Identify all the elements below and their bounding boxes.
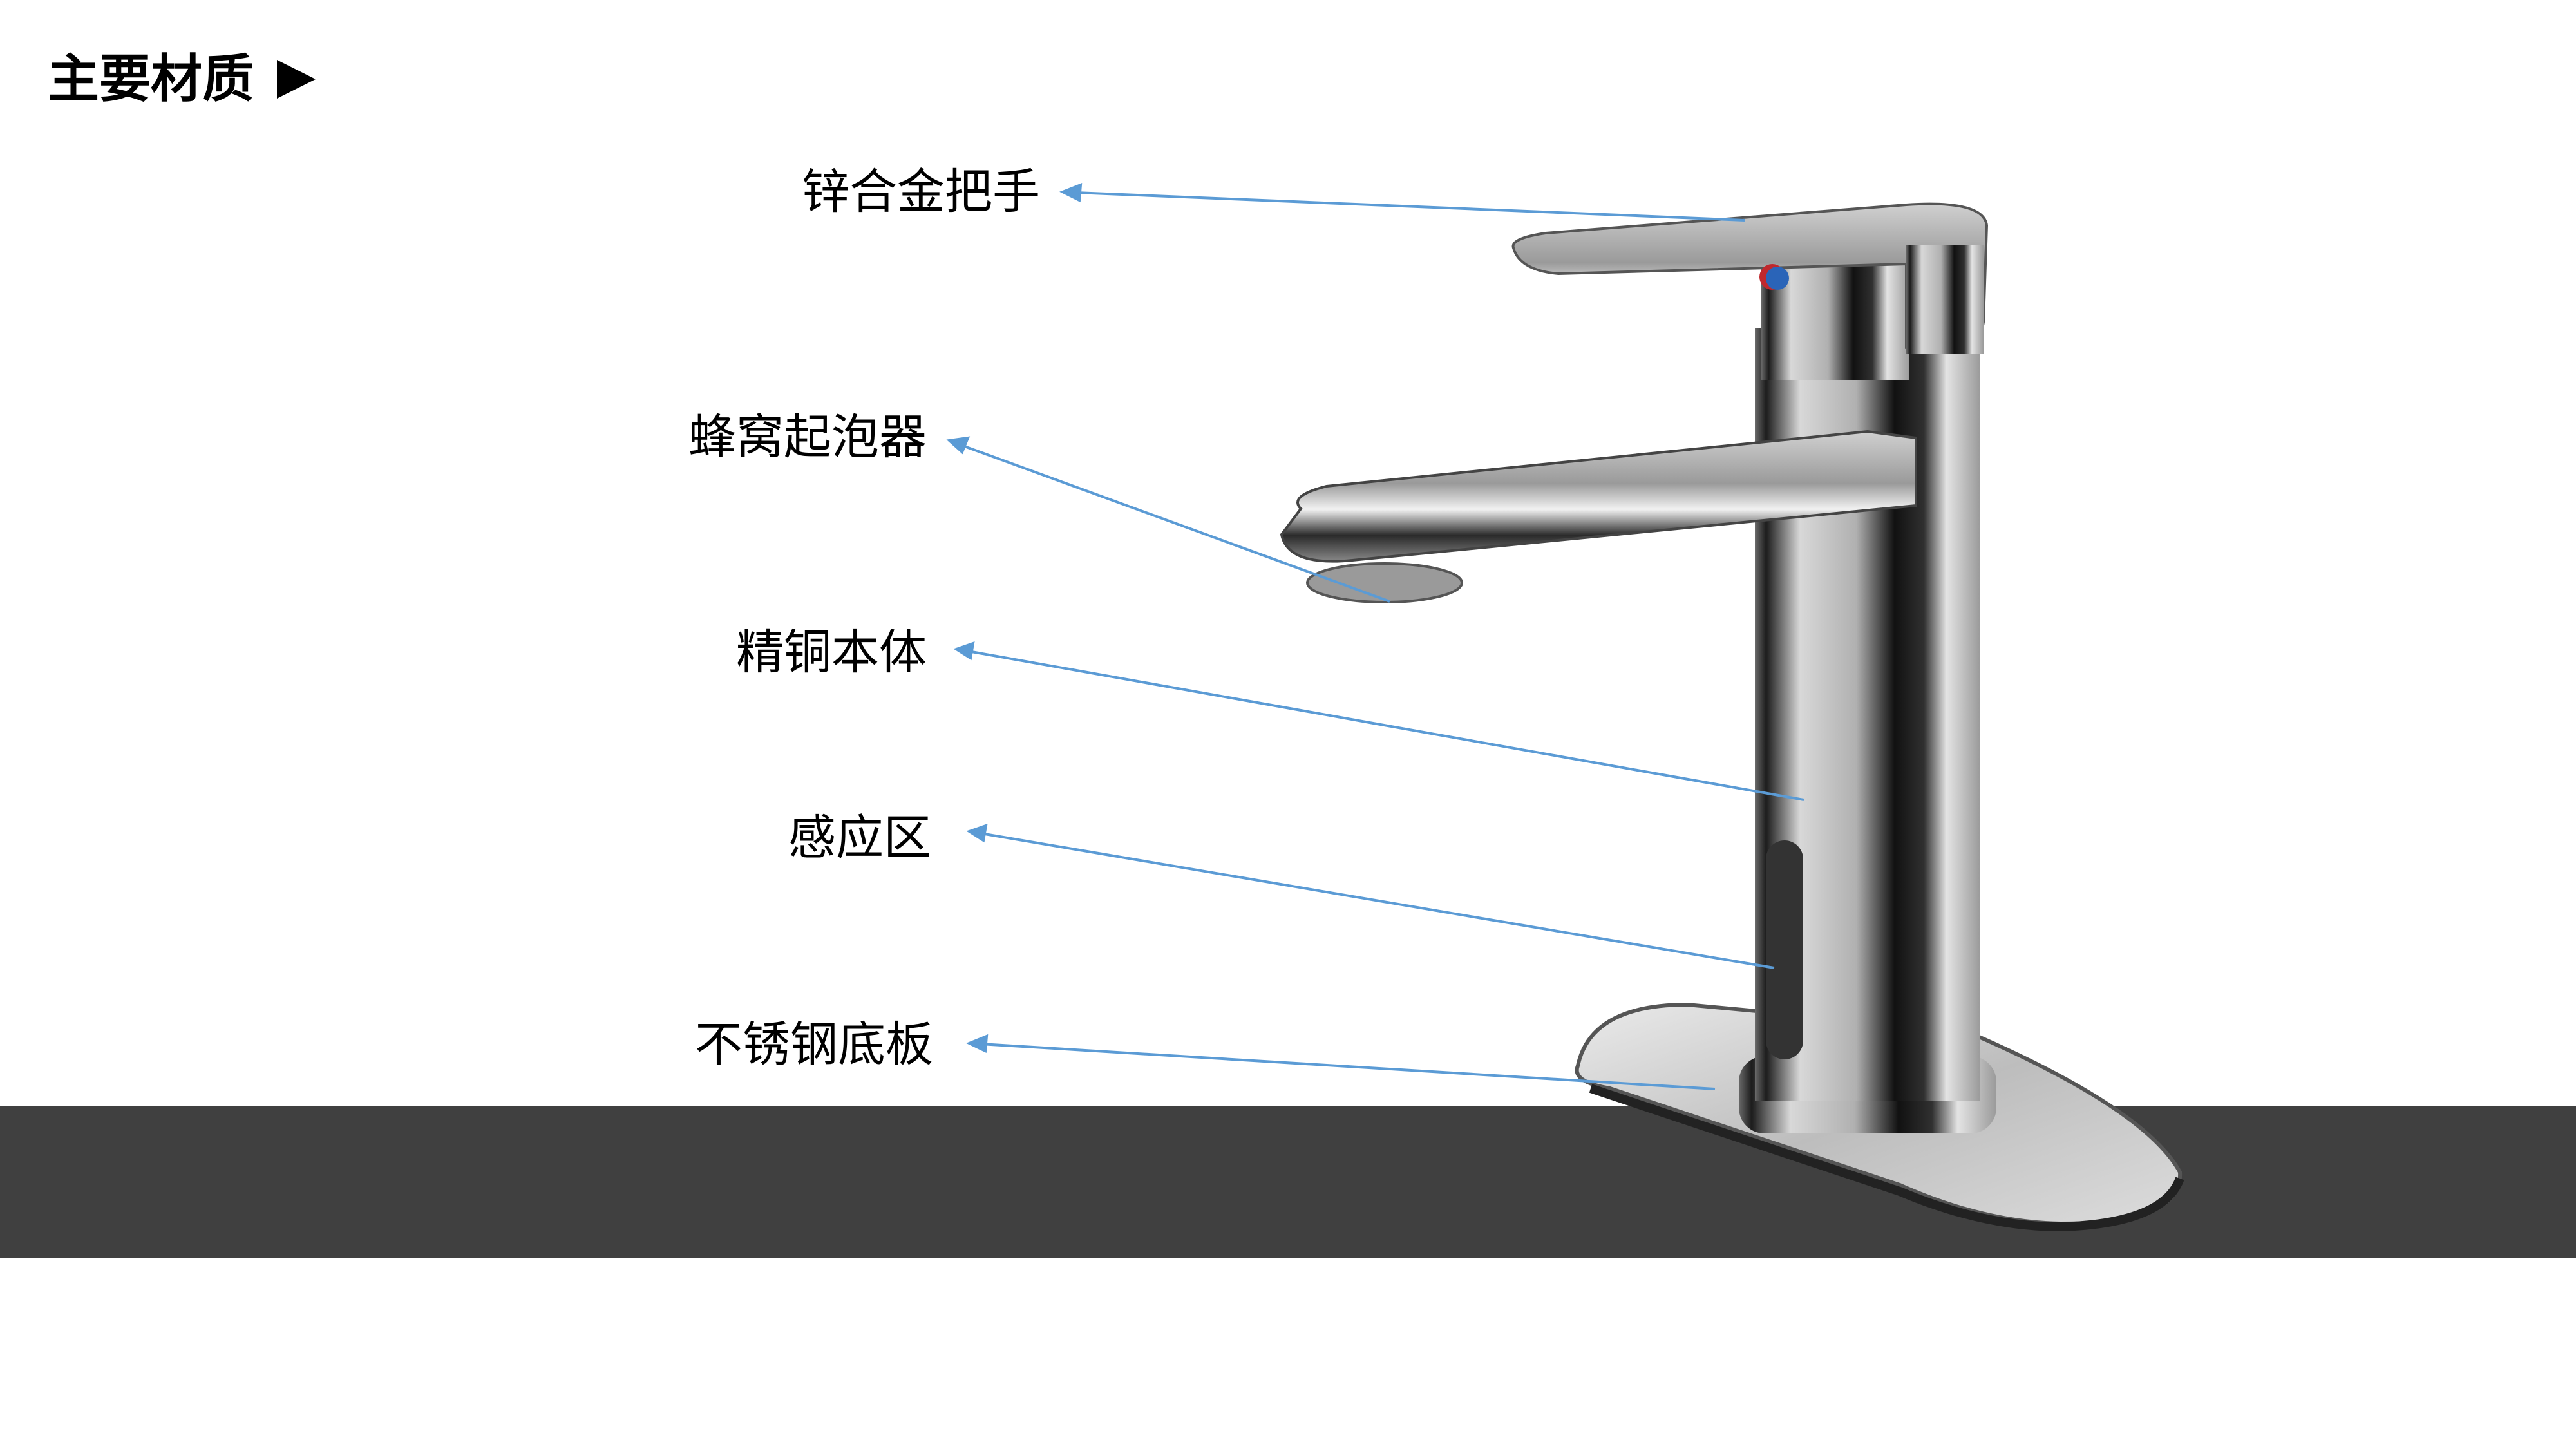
arrowhead-icon: [1059, 182, 1083, 203]
arrowhead-icon: [966, 824, 988, 843]
arrowhead-icon: [966, 1034, 989, 1054]
leader-line-body: [967, 650, 1804, 801]
aerator: [1306, 562, 1463, 603]
leader-line-handle: [1075, 191, 1745, 222]
spout: [1280, 430, 1917, 563]
play-triangle-icon: [277, 60, 316, 99]
sensor-window: [1766, 840, 1803, 1059]
handle: [1511, 202, 1989, 353]
handle-side: [1906, 245, 1984, 354]
label-body: 精铜本体: [736, 625, 927, 680]
arrowhead-icon: [946, 436, 971, 455]
leader-line-sensor: [980, 832, 1775, 969]
leader-line-aerator: [960, 444, 1390, 603]
section-title-text: 主要材质: [48, 49, 254, 109]
label-handle: 锌合金把手: [802, 164, 1040, 220]
cold-indicator: [1766, 267, 1789, 290]
arrowhead-icon: [953, 641, 975, 661]
section-title: 主要材质: [48, 44, 316, 115]
label-sensor: 感应区: [788, 810, 931, 866]
leader-line-base-plate: [980, 1043, 1716, 1090]
label-aerator: 蜂窝起泡器: [688, 410, 927, 465]
label-base-plate: 不锈钢底板: [695, 1017, 933, 1072]
